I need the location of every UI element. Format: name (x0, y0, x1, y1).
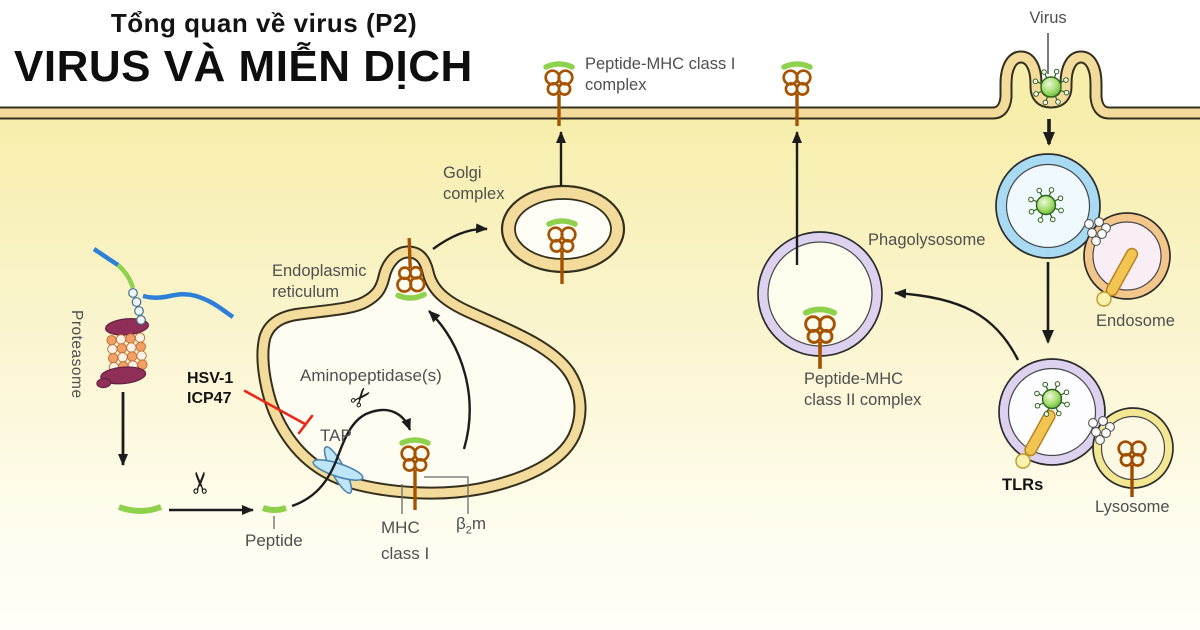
endoplasmic-reticulum-label: Endoplasmic reticulum (272, 262, 367, 302)
mhc-molecule (1117, 440, 1147, 497)
peptide-label: Peptide (245, 531, 303, 550)
virus-label: Virus (1029, 9, 1067, 27)
proteasome-graphic (96, 318, 150, 389)
hsv1-icp47-inhibitor (243, 389, 314, 435)
phagolysosome-label: Phagolysosome (868, 231, 986, 249)
hsv1-icp47-label: HSV-1 ICP47 (187, 370, 234, 408)
mhc-molecule (546, 218, 578, 284)
mhc-molecule (802, 306, 838, 369)
slide-subtitle: Tổng quan về virus (P2) (110, 8, 418, 38)
mhc-class1-label: MHC class I (381, 518, 430, 564)
mhc-molecule (395, 237, 427, 301)
tap-transporter (312, 446, 364, 494)
aminopeptidase-label: Aminopeptidase(s) (300, 366, 442, 385)
tlr-rod-phagosome (1024, 409, 1056, 457)
peptide-mhc2-complex-label: Peptide-MHC class II complex (804, 370, 922, 410)
fusion-beads (1088, 416, 1115, 445)
beta2m-base: β (456, 514, 466, 533)
pathway-arrows (118, 119, 1055, 515)
polypeptide-chain (92, 247, 235, 325)
pointer-lines (273, 33, 1049, 529)
slide-title: VIRUS VÀ MIỄN DỊCH (14, 42, 473, 91)
beta2m-rest: m (471, 514, 487, 533)
lysosome-label: Lysosome (1095, 498, 1170, 516)
free-peptides (117, 504, 287, 514)
scissors-icon: ✂ (184, 469, 220, 496)
fusion-beads (1084, 217, 1111, 246)
beta2m-subscript: 2 (465, 524, 472, 537)
mhc-molecule (399, 437, 431, 510)
endosome-label: Endosome (1096, 312, 1175, 330)
tap-label: TAP (320, 426, 352, 445)
mhc-molecule (781, 61, 813, 126)
peptide-mhc1-complex-label: Peptide-MHC class I complex (585, 55, 736, 95)
tlr-rod-phagosome-ball (1015, 453, 1031, 469)
peptide-transport-path (291, 408, 412, 508)
endoplasmic-reticulum (256, 245, 587, 500)
proteasome-label: Proteasome (68, 310, 85, 399)
golgi-complex-label: Golgi complex (443, 164, 505, 204)
tlr-rod-endosome-ball (1096, 291, 1112, 307)
plasma-membrane (0, 50, 1200, 120)
virus-particle (1028, 187, 1064, 223)
beta2-microglobulin-label: β2m (456, 513, 486, 537)
mhc-molecule (543, 61, 575, 126)
virus-particle (1034, 381, 1070, 417)
virus-particle (1032, 68, 1070, 106)
tlrs-label: TLRs (1002, 476, 1044, 494)
